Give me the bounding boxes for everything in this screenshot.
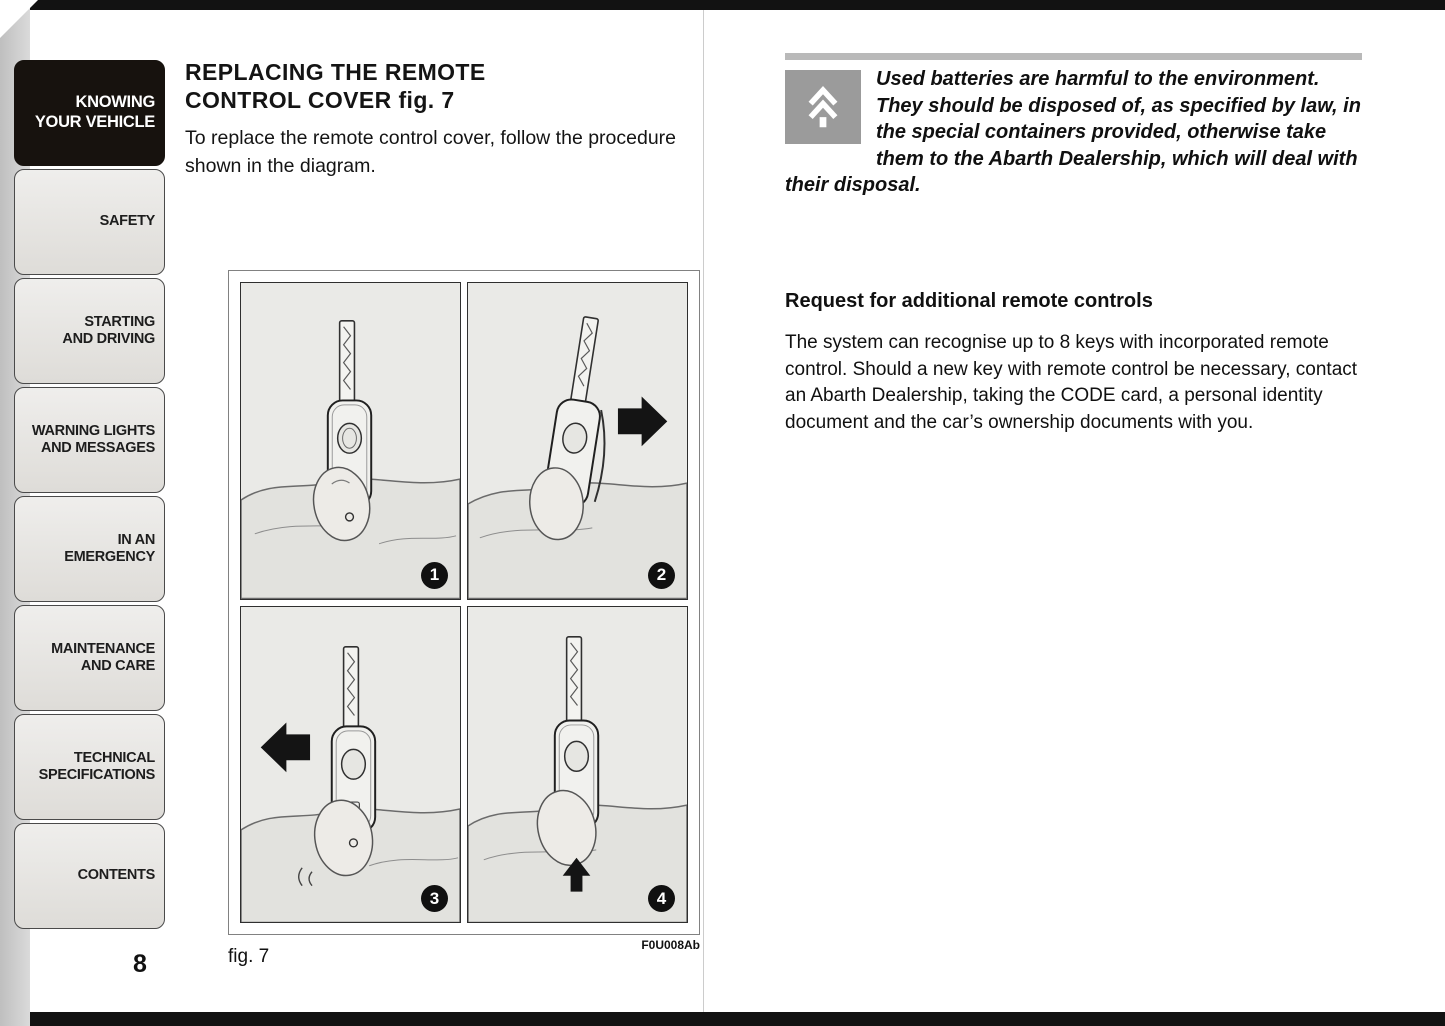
step-badge-4: 4	[648, 885, 675, 912]
fir-tree-disposal-icon	[785, 70, 861, 144]
figure-panel-2: 2	[467, 282, 688, 600]
sidebar-tab-in-an-emergency: IN AN EMERGENCY	[14, 496, 165, 602]
figure-caption: fig. 7	[228, 946, 270, 967]
section-tab-index: KNOWING YOUR VEHICLE SAFETY STARTING AND…	[14, 60, 165, 932]
figure-7-diagram: 1 2	[228, 270, 700, 935]
sidebar-tab-safety: SAFETY	[14, 169, 165, 275]
step-badge-3: 3	[421, 885, 448, 912]
sidebar-tab-maintenance-and-care: MAINTENANCE AND CARE	[14, 605, 165, 711]
sidebar-tab-starting-and-driving: STARTING AND DRIVING	[14, 278, 165, 384]
arrow-up	[562, 857, 591, 892]
bottom-black-bar	[30, 1012, 1445, 1026]
figure-panel-3: 3	[240, 605, 461, 923]
warning-text: Used batteries are harmful to the enviro…	[785, 68, 1361, 196]
battery-disposal-warning: Used batteries are harmful to the enviro…	[785, 66, 1362, 199]
sidebar-tab-contents: CONTENTS	[14, 823, 165, 929]
key-illustration-step-4	[468, 635, 687, 922]
figure-panel-4: 4	[467, 605, 688, 923]
sidebar-tab-knowing-your-vehicle: KNOWING YOUR VEHICLE	[14, 60, 165, 166]
page-fold-line	[703, 10, 704, 1012]
top-black-bar	[30, 0, 1445, 10]
page-number: 8	[133, 950, 147, 978]
step-badge-2: 2	[648, 561, 675, 589]
sidebar-tab-warning-lights-and-messages: WARNING LIGHTS AND MESSAGES	[14, 387, 165, 493]
arrow-left	[260, 721, 311, 772]
additional-remotes-heading: Request for additional remote controls	[785, 290, 1153, 312]
page-corner-fold	[0, 0, 38, 38]
figure-code-label: F0U008Ab	[641, 938, 700, 952]
section-heading: REPLACING THE REMOTE CONTROL COVER fig. …	[185, 59, 486, 113]
additional-remotes-paragraph: The system can recognise up to 8 keys wi…	[785, 332, 1358, 433]
step-badge-1: 1	[421, 561, 448, 589]
key-illustration-step-2	[468, 316, 687, 599]
key-illustration-step-3	[241, 645, 460, 922]
sidebar-tab-technical-specifications: TECHNICAL SPECIFICATIONS	[14, 714, 165, 820]
key-illustration-step-1	[241, 320, 460, 599]
figure-panel-1: 1	[240, 282, 461, 600]
arrow-right	[617, 396, 668, 447]
intro-paragraph: To replace the remote control cover, fol…	[185, 127, 677, 177]
warning-divider-rule	[785, 53, 1362, 60]
